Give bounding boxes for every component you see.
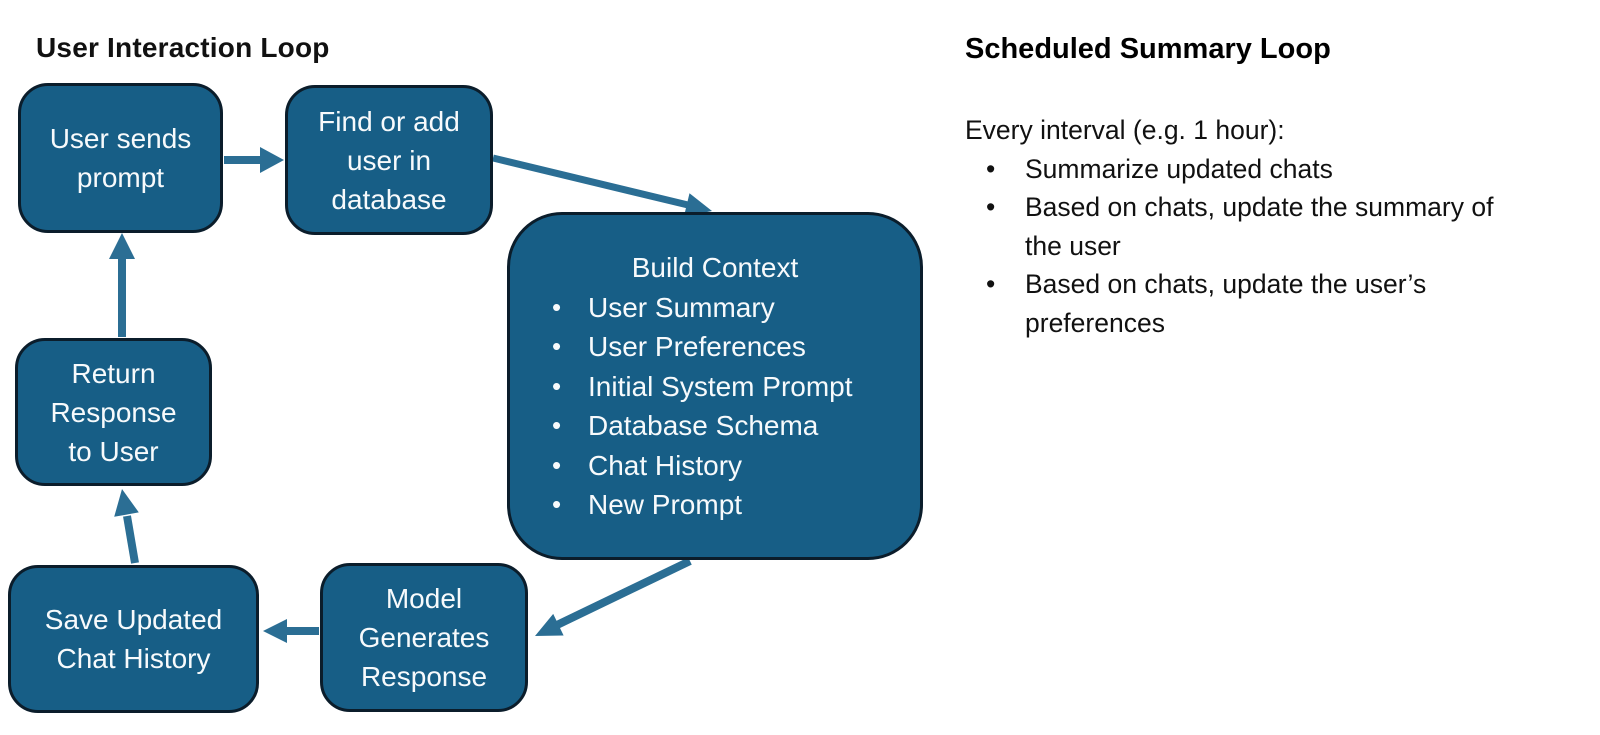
build-context-item: User Summary: [510, 288, 920, 328]
scheduled-summary-list: Summarize updated chats Based on chats, …: [965, 150, 1565, 343]
arrow-return-response-to-user-to-user-sends-prompt: [109, 233, 135, 337]
interval-intro-text: Every interval (e.g. 1 hour):: [965, 115, 1285, 145]
node-user-sends-prompt: User sends prompt: [18, 83, 223, 233]
node-model-generates-response: Model Generates Response: [320, 563, 528, 712]
node-user-sends-prompt-label: User sends prompt: [49, 123, 192, 193]
build-context-item: User Preferences: [510, 327, 920, 367]
node-build-context: Build Context User Summary User Preferen…: [507, 212, 923, 560]
node-return-response-to-user-label: Return Response to User: [50, 357, 177, 467]
node-save-updated-chat-history-label: Save Updated Chat History: [44, 604, 223, 674]
arrow-find-or-add-user-to-build-context: [492, 154, 712, 217]
user-interaction-loop-title: User Interaction Loop: [36, 32, 330, 63]
arrow-user-sends-prompt-to-find-or-add-user: [224, 147, 284, 173]
build-context-item: Database Schema: [510, 406, 920, 446]
scheduled-summary-loop-title: Scheduled Summary Loop: [965, 33, 1331, 65]
arrow-build-context-to-model-generates-response: [535, 557, 692, 636]
scheduled-summary-panel: Scheduled Summary Loop Every interval (e…: [965, 33, 1565, 342]
node-build-context-title: Build Context: [631, 251, 799, 283]
node-save-updated-chat-history: Save Updated Chat History: [8, 565, 259, 713]
arrow-model-generates-response-to-save-updated-chat-history: [263, 619, 319, 643]
build-context-item: Chat History: [510, 446, 920, 486]
node-find-or-add-user-label: Find or add user in database: [318, 105, 460, 215]
scheduled-summary-item: Summarize updated chats: [965, 150, 1497, 189]
build-context-item: New Prompt: [510, 485, 920, 525]
build-context-list: User Summary User Preferences Initial Sy…: [510, 288, 920, 525]
node-find-or-add-user: Find or add user in database: [285, 85, 493, 235]
node-return-response-to-user: Return Response to User: [15, 338, 212, 486]
build-context-item: Initial System Prompt: [510, 367, 920, 407]
arrow-save-updated-chat-history-to-return-response-to-user: [114, 489, 139, 564]
scheduled-summary-item: Based on chats, update the summary of th…: [965, 188, 1497, 265]
node-model-generates-response-label: Model Generates Response: [358, 583, 490, 692]
scheduled-summary-item: Based on chats, update the user’s prefer…: [965, 265, 1497, 342]
